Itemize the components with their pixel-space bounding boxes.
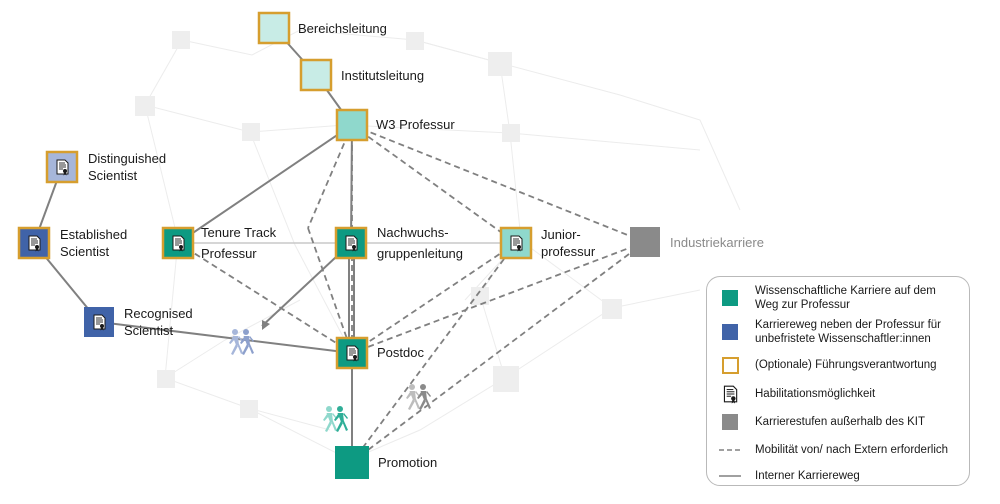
node-established-scientist: Established Scientist [17,226,127,260]
walking-people-icon [229,329,254,355]
node-postdoc: Postdoc [335,336,424,370]
node-institutsleitung: Institutsleitung [299,58,424,92]
habilitation-document-icon [345,235,358,252]
label-junior-1: Junior- [541,227,581,242]
habilitation-document-icon [723,385,738,404]
legend-item-grey: Karrierestufen außerhalb des KIT [719,411,965,433]
node-nachwuchsgruppenleitung: Nachwuchs- gruppenleitung [334,225,463,261]
label-established-2: Scientist [60,244,110,259]
node-distinguished-scientist: Distinguished Scientist [45,150,166,184]
habilitation-document-icon [510,235,523,252]
legend-dashed-text: Mobilität von/ nach Extern erforderlich [755,444,949,456]
label-tenure-1: Tenure Track [201,225,277,240]
node-recognised-scientist: Recognised Scientist [84,306,193,338]
legend: Wissenschaftliche Karriere auf dem Weg z… [706,276,970,486]
legend-item-solid: Interner Karriereweg [719,465,965,487]
label-industriekarriere: Industriekarriere [670,235,764,250]
node-juniorprofessur: Junior- professur [499,226,596,260]
label-distinguished-1: Distinguished [88,151,166,166]
label-distinguished-2: Scientist [88,168,138,183]
node-bereichsleitung: Bereichsleitung [257,11,387,45]
teal-square-icon [722,290,738,306]
label-recognised-1: Recognised [124,306,193,321]
label-nachwuchs-1: Nachwuchs- [377,225,449,240]
legend-solid-text: Interner Karriereweg [755,470,860,482]
label-promotion: Promotion [378,455,437,470]
legend-blue-line-2: unbefristete Wissenschaftler:innen [755,333,931,345]
dashed-line-icon [719,449,741,451]
legend-item-gold: (Optionale) Führungsverantwortung [719,354,965,376]
label-postdoc: Postdoc [377,345,424,360]
node-tenure-track-professur: Tenure Track Professur [161,225,277,261]
habilitation-document-icon [56,159,69,176]
legend-item-habil: Habilitationsmöglichkeit [719,383,965,405]
legend-item-dashed: Mobilität von/ nach Extern erforderlich [719,439,965,461]
label-nachwuchs-2: gruppenleitung [377,246,463,261]
legend-item-blue: Karriereweg neben der Professur für unbe… [719,318,965,346]
habilitation-document-icon [172,235,185,252]
label-institutsleitung: Institutsleitung [341,68,424,83]
node-w3-professur: W3 Professur [335,108,455,142]
label-established-1: Established [60,227,127,242]
habilitation-document-icon [28,235,41,252]
label-junior-2: professur [541,244,596,259]
legend-grey-text: Karrierestufen außerhalb des KIT [755,416,926,428]
label-w3-professur: W3 Professur [376,117,455,132]
node-industriekarriere: Industriekarriere [630,227,764,257]
legend-item-teal: Wissenschaftliche Karriere auf dem Weg z… [719,284,965,312]
label-tenure-2: Professur [201,246,257,261]
node-promotion: Promotion [335,446,437,479]
dashed-edges [177,124,646,463]
legend-habil-text: Habilitationsmöglichkeit [755,388,876,400]
legend-teal-line-2: Weg zur Professur [755,299,851,311]
walking-people-icon [323,406,348,432]
habilitation-document-icon [93,314,106,331]
label-recognised-2: Scientist [124,323,174,338]
grey-square-icon [722,414,738,430]
solid-line-icon [719,475,741,477]
legend-blue-line-1: Karriereweg neben der Professur für [755,319,942,331]
gold-outline-square-icon [721,356,739,374]
legend-teal-line-1: Wissenschaftliche Karriere auf dem [755,285,936,297]
background-squares [135,31,622,418]
habilitation-document-icon [346,345,359,362]
legend-gold-text: (Optionale) Führungsverantwortung [755,359,937,371]
blue-square-icon [722,324,738,340]
arrowhead-to-people [262,320,270,330]
label-bereichsleitung: Bereichsleitung [298,21,387,36]
